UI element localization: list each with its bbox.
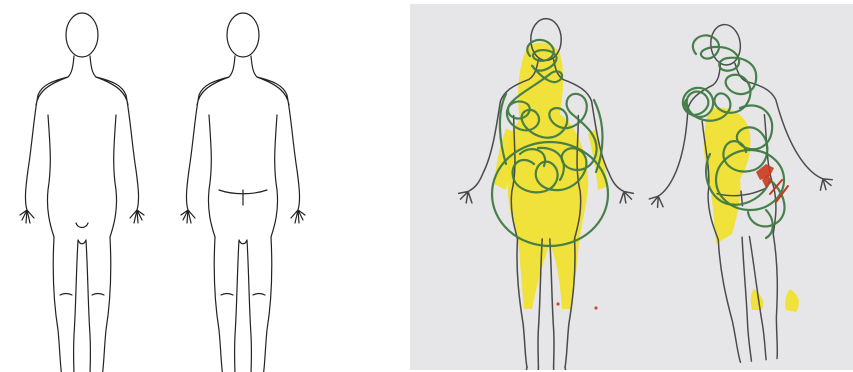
annotated-body-chart: [410, 4, 853, 370]
blank-body-chart: [0, 0, 400, 372]
blank-body-chart-panel: [0, 0, 400, 372]
front-view-figure: [20, 13, 144, 372]
annotated-body-chart-panel: [410, 4, 853, 370]
back-view-figure: [181, 13, 305, 372]
back-figure-outline: [632, 15, 850, 370]
red-dot: [556, 302, 559, 305]
red-dot: [594, 306, 597, 309]
